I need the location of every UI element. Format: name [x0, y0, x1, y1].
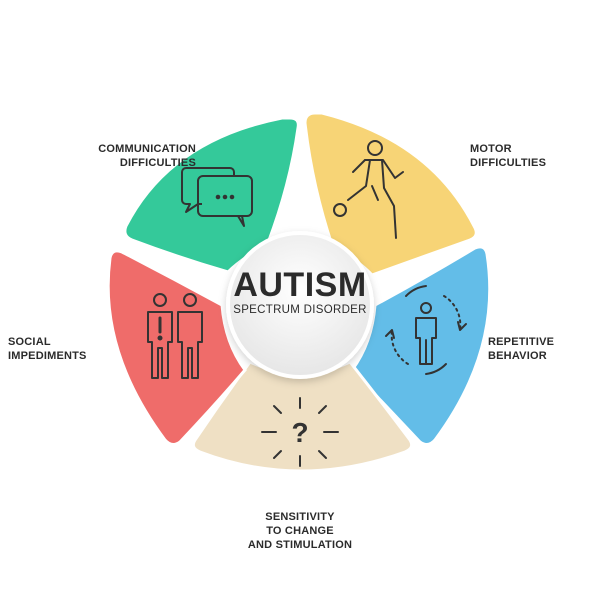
person-circular-arrows-icon [385, 285, 467, 375]
label-motor-difficulties: MOTOR DIFFICULTIES [470, 142, 546, 170]
two-people-exclamation-icon [147, 293, 203, 379]
center-subtitle: SPECTRUM DISORDER [233, 304, 367, 316]
person-kicking-ball-icon [333, 140, 404, 239]
label-line: TO CHANGE [266, 525, 334, 537]
label-sensitivity-to-change: SENSITIVITY TO CHANGE AND STIMULATION [200, 510, 400, 552]
label-social-impediments: SOCIAL IMPEDIMENTS [8, 335, 87, 363]
label-line: DIFFICULTIES [470, 157, 547, 169]
question-mark-burst-icon: ? [261, 397, 339, 467]
segment-sensitivity [191, 360, 414, 473]
label-line: IMPEDIMENTS [8, 350, 87, 362]
center-title: AUTISM [233, 266, 367, 304]
label-line: COMMUNICATION [98, 143, 196, 155]
svg-text:?: ? [291, 417, 308, 448]
label-line: SENSITIVITY [265, 511, 335, 523]
label-line: REPETITIVE [488, 336, 555, 348]
label-repetitive-behavior: REPETITIVE BEHAVIOR [488, 335, 554, 363]
label-line: DIFFICULTIES [119, 157, 196, 169]
label-communication-difficulties: COMMUNICATION DIFFICULTIES [56, 142, 196, 170]
label-line: BEHAVIOR [488, 350, 547, 362]
center-circle [226, 231, 374, 379]
segment-motor [303, 111, 478, 277]
label-line: MOTOR [470, 143, 512, 155]
segment-communication [123, 116, 300, 274]
center-label: AUTISM SPECTRUM DISORDER [220, 267, 380, 317]
segment-social [106, 249, 247, 447]
label-line: AND STIMULATION [247, 539, 353, 551]
label-line: SOCIAL [8, 336, 51, 348]
speech-bubbles-icon [181, 167, 253, 227]
